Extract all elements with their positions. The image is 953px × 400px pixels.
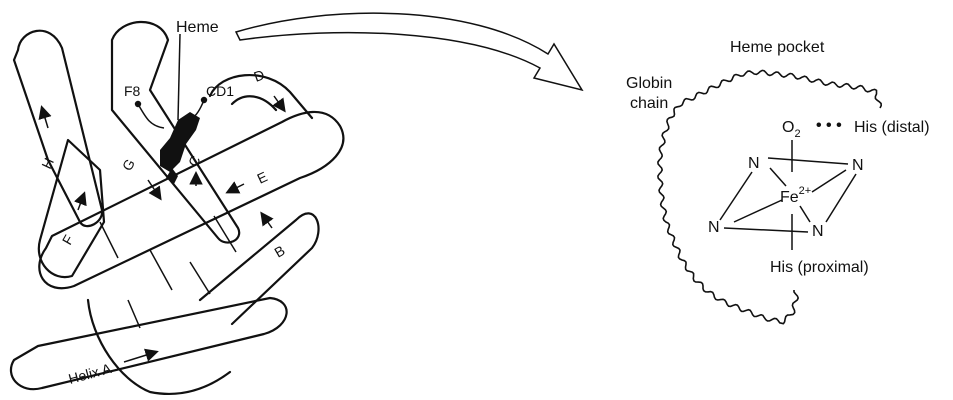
helix-h-label: H — [38, 155, 57, 171]
his-proximal-label: His (proximal) — [770, 259, 869, 276]
n-n-top-line — [767, 157, 849, 165]
globin-label-line1: Globin — [626, 75, 672, 92]
segment-line — [149, 249, 173, 291]
segment-line — [213, 215, 237, 253]
helix-g-arrow — [147, 179, 162, 201]
globin-chain-outline — [657, 69, 882, 325]
f8-connector — [137, 103, 165, 129]
helix-d-loop-inner — [230, 95, 278, 112]
n-label-top-left: N — [748, 155, 760, 172]
heme-pocket-panel: Heme pocket Globin chain O2 • • • His (d… — [626, 39, 930, 325]
segment-line — [99, 221, 119, 259]
helix-c-label: C — [185, 153, 204, 170]
heme-label: Heme — [176, 19, 219, 36]
fe-main: Fe — [780, 189, 799, 206]
helix-a-label: Helix A — [67, 360, 114, 387]
globin-fold: Heme F8 CD1 H G C D E F B Helix A — [9, 19, 345, 396]
helix-d-label: D — [252, 66, 267, 84]
cd1-label: CD1 — [206, 83, 234, 99]
heme-leader-line — [177, 33, 181, 121]
n-n-left-line — [719, 171, 753, 221]
helix-a-tube — [9, 296, 288, 391]
n-fe-line-c — [733, 199, 783, 223]
n-label-top-right: N — [852, 157, 864, 174]
helix-a-arrow — [123, 348, 159, 363]
o2-label: O2 — [782, 119, 801, 140]
n-fe-line-a — [769, 167, 787, 187]
n-n-right-line — [825, 173, 857, 223]
helix-g-tube — [110, 20, 241, 244]
helix-e-label: E — [255, 168, 270, 186]
helix-d-loop — [208, 73, 314, 120]
o2-subscript: 2 — [794, 128, 800, 140]
segment-line — [127, 299, 141, 329]
heme-pocket-title: Heme pocket — [730, 39, 825, 56]
helix-b-arrow — [260, 211, 274, 229]
n-fe-line-b — [811, 169, 847, 193]
heme-group — [160, 112, 200, 172]
heme-group-tail — [166, 168, 178, 184]
fe-superscript: 2+ — [799, 185, 812, 197]
zoom-arrow-body — [234, 12, 584, 92]
helix-h-tube — [12, 29, 104, 228]
n-fe-line-d — [799, 205, 811, 223]
n-label-bottom-right: N — [812, 223, 824, 240]
segment-line — [189, 261, 211, 295]
zoom-arrow — [234, 12, 584, 92]
helix-h-arrow — [38, 105, 52, 129]
helix-f-tube — [37, 138, 106, 279]
helix-b-label: B — [272, 242, 288, 261]
cd1-connector — [191, 99, 205, 119]
helix-e-arrow — [225, 181, 245, 194]
globin-label-line2: chain — [630, 95, 668, 112]
helix-g-label: G — [119, 156, 138, 173]
n-label-bottom-left: N — [708, 219, 720, 236]
o2-main: O — [782, 119, 794, 136]
helix-d-arrow — [272, 95, 286, 113]
helix-b-tube — [198, 212, 320, 326]
fe-label: Fe2+ — [780, 185, 811, 206]
bond-dots: • • • — [816, 117, 842, 134]
n-n-bottom-line — [723, 227, 809, 233]
his-distal-label: His (distal) — [854, 119, 930, 136]
bottom-loop — [86, 298, 232, 396]
helix-f-arrow — [73, 191, 87, 211]
helix-e-tube — [38, 110, 345, 290]
f8-label: F8 — [124, 83, 141, 99]
helix-f-label: F — [59, 232, 77, 247]
